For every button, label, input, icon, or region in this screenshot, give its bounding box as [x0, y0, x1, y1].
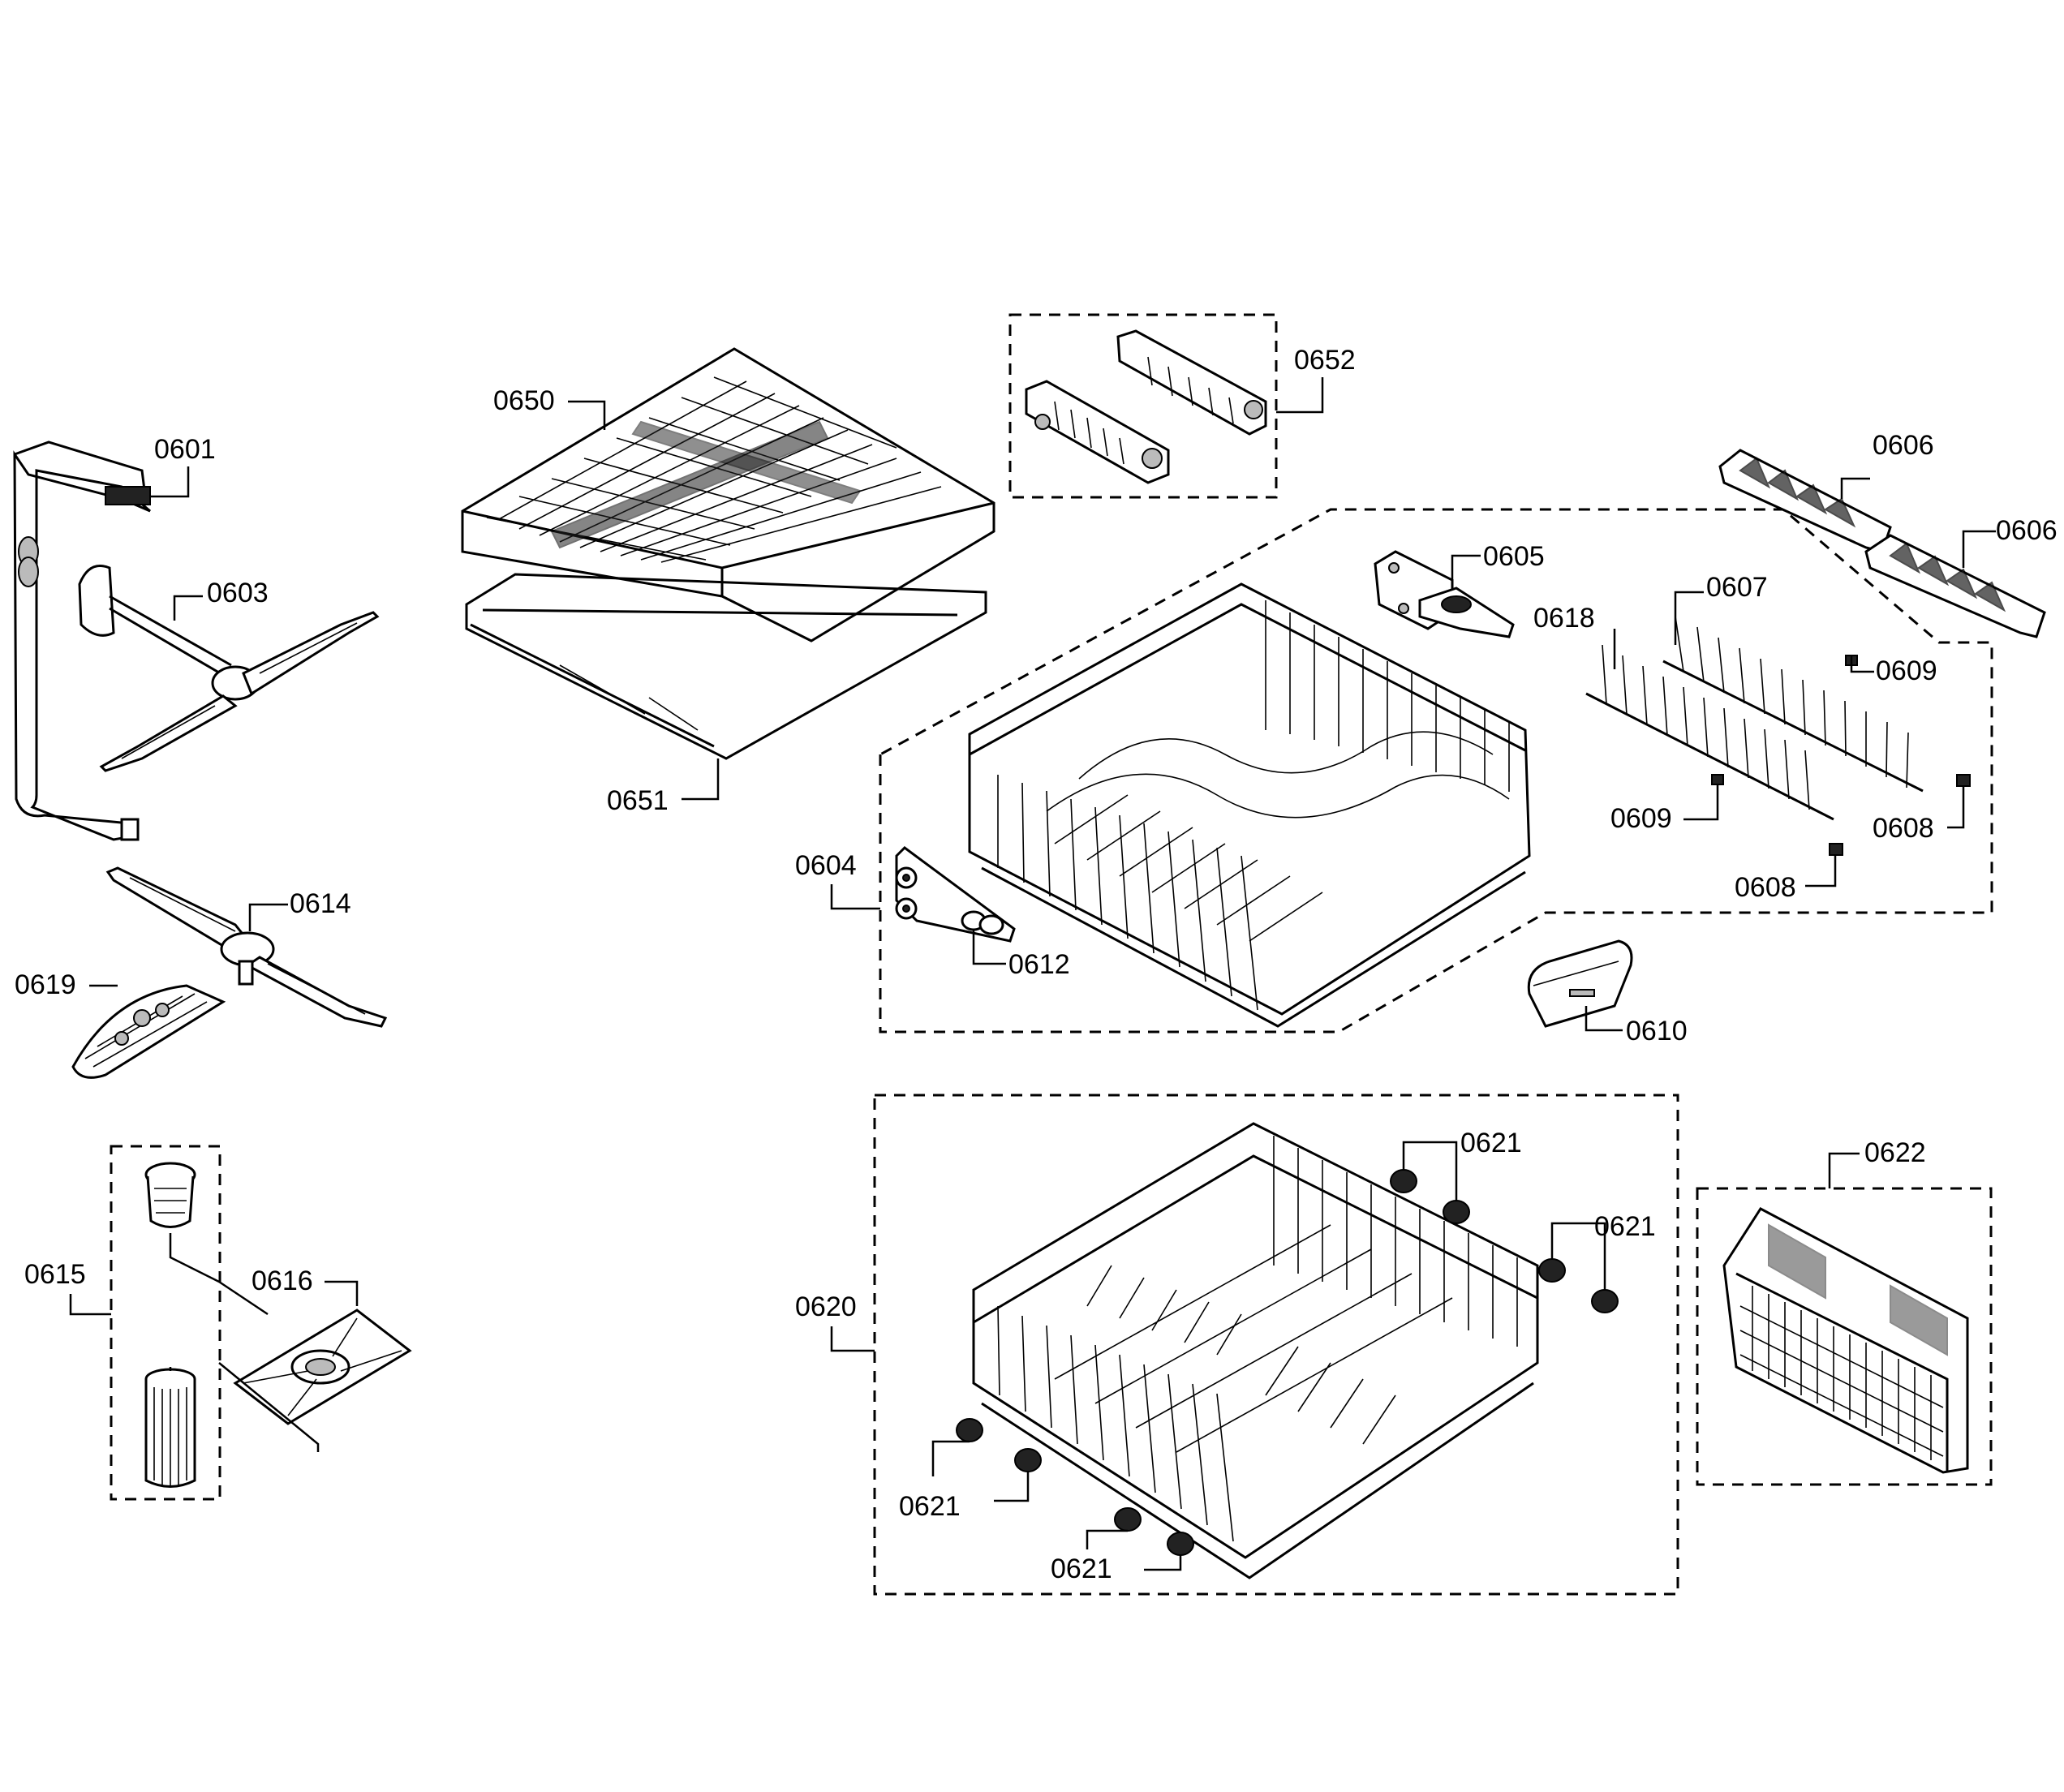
leader-0607 — [1674, 591, 1704, 645]
group-box-0622 — [1696, 1187, 1993, 1486]
callout-0619: 0619 — [15, 969, 76, 1000]
leader-0621a — [1402, 1141, 1458, 1201]
part-0621-wheel — [1114, 1507, 1142, 1532]
callout-0612: 0612 — [1008, 949, 1070, 980]
part-0650-third-rack — [461, 347, 995, 642]
callout-0608-a: 0608 — [1873, 813, 1934, 844]
callout-0609-b: 0609 — [1610, 803, 1672, 834]
leader-0606a — [1840, 477, 1870, 499]
part-0621-wheel — [1538, 1258, 1566, 1283]
leader-0610 — [1585, 1006, 1623, 1032]
part-0608-clip-b — [1829, 843, 1843, 856]
leader-0609b — [1683, 784, 1719, 821]
callout-0605: 0605 — [1483, 541, 1545, 572]
part-0615-filter-assembly — [144, 1162, 220, 1488]
callout-0621-c: 0621 — [899, 1491, 961, 1522]
part-0604-rail — [895, 846, 1016, 943]
callout-0604: 0604 — [795, 850, 857, 881]
part-0621-wheel — [1167, 1532, 1194, 1556]
callout-0609-a: 0609 — [1876, 655, 1937, 686]
leader-0609a — [1850, 655, 1874, 673]
callout-0621-d: 0621 — [1051, 1553, 1112, 1584]
callout-0652: 0652 — [1294, 345, 1356, 376]
part-0601-supply-pipe — [13, 440, 151, 841]
part-0610-handle — [1527, 939, 1633, 1028]
part-0621-wheel — [1014, 1448, 1042, 1472]
leader-0605 — [1451, 554, 1481, 580]
part-0621-wheel — [1591, 1289, 1619, 1313]
leader-0621b — [1550, 1222, 1606, 1290]
callout-0610: 0610 — [1626, 1016, 1688, 1046]
callout-0606-b: 0606 — [1996, 515, 2058, 546]
part-0609-clip-b — [1711, 774, 1724, 785]
group-box-lower-rack — [873, 1094, 1679, 1596]
group-box-upper-rack — [879, 508, 1993, 1034]
callout-0614: 0614 — [290, 888, 351, 919]
callout-0603: 0603 — [207, 578, 269, 608]
callout-0615: 0615 — [24, 1259, 86, 1290]
part-0621-wheel — [1390, 1169, 1417, 1193]
leader-0622 — [1828, 1152, 1860, 1188]
leader-0601 — [150, 466, 190, 498]
part-0652-rail-clips — [1025, 329, 1267, 484]
leader-0620 — [830, 1326, 875, 1352]
callout-0621-a: 0621 — [1460, 1128, 1522, 1158]
callout-0651: 0651 — [607, 785, 669, 816]
leader-0652 — [1276, 377, 1324, 414]
part-0622-cutlery-basket — [1722, 1207, 1969, 1474]
part-0605-adjuster — [1374, 550, 1515, 638]
callout-0601: 0601 — [154, 434, 216, 465]
part-0616-filter-plate — [218, 1280, 412, 1452]
leader-0621c — [931, 1440, 1030, 1502]
part-0606-tine-row-b — [1864, 534, 2046, 638]
callout-0620: 0620 — [795, 1291, 857, 1322]
group-box-0615 — [110, 1145, 221, 1501]
leader-0606b — [1962, 530, 1996, 568]
leader-0650 — [568, 400, 606, 430]
leader-0621d — [1086, 1529, 1182, 1571]
part-0620-lower-rack — [972, 1122, 1539, 1579]
part-0651-third-rack-frame — [465, 573, 987, 760]
part-0614-lower-spray-arm — [105, 866, 388, 1028]
part-0606-tine-row-a — [1718, 449, 1892, 553]
callout-0607: 0607 — [1706, 572, 1768, 603]
leader-0616 — [325, 1280, 359, 1306]
leader-0615 — [69, 1294, 111, 1316]
leader-0612 — [972, 929, 1006, 965]
callout-0621-b: 0621 — [1594, 1211, 1656, 1242]
part-0607-0618-folding-tines — [1585, 616, 1924, 821]
leader-0604 — [830, 884, 880, 910]
part-0608-clip-a — [1956, 774, 1971, 787]
group-box-0652 — [1008, 313, 1278, 499]
part-upper-rack-basket — [968, 582, 1531, 1028]
part-0619-filter-cover — [71, 984, 226, 1079]
part-0603-upper-spray-arm — [78, 565, 380, 772]
callout-0618: 0618 — [1533, 603, 1595, 634]
leader-0614 — [248, 903, 288, 931]
callout-0616: 0616 — [252, 1266, 313, 1296]
leader-0608b — [1805, 855, 1837, 887]
leader-0608a — [1947, 786, 1965, 829]
callout-0608-b: 0608 — [1735, 872, 1796, 903]
callout-0650: 0650 — [493, 385, 555, 416]
part-0621-wheel — [1443, 1200, 1470, 1224]
callout-0606-a: 0606 — [1873, 430, 1934, 461]
callout-0622: 0622 — [1864, 1137, 1926, 1168]
leader-0603 — [173, 595, 203, 621]
part-0621-wheel — [956, 1418, 983, 1442]
leader-0651 — [682, 758, 720, 801]
